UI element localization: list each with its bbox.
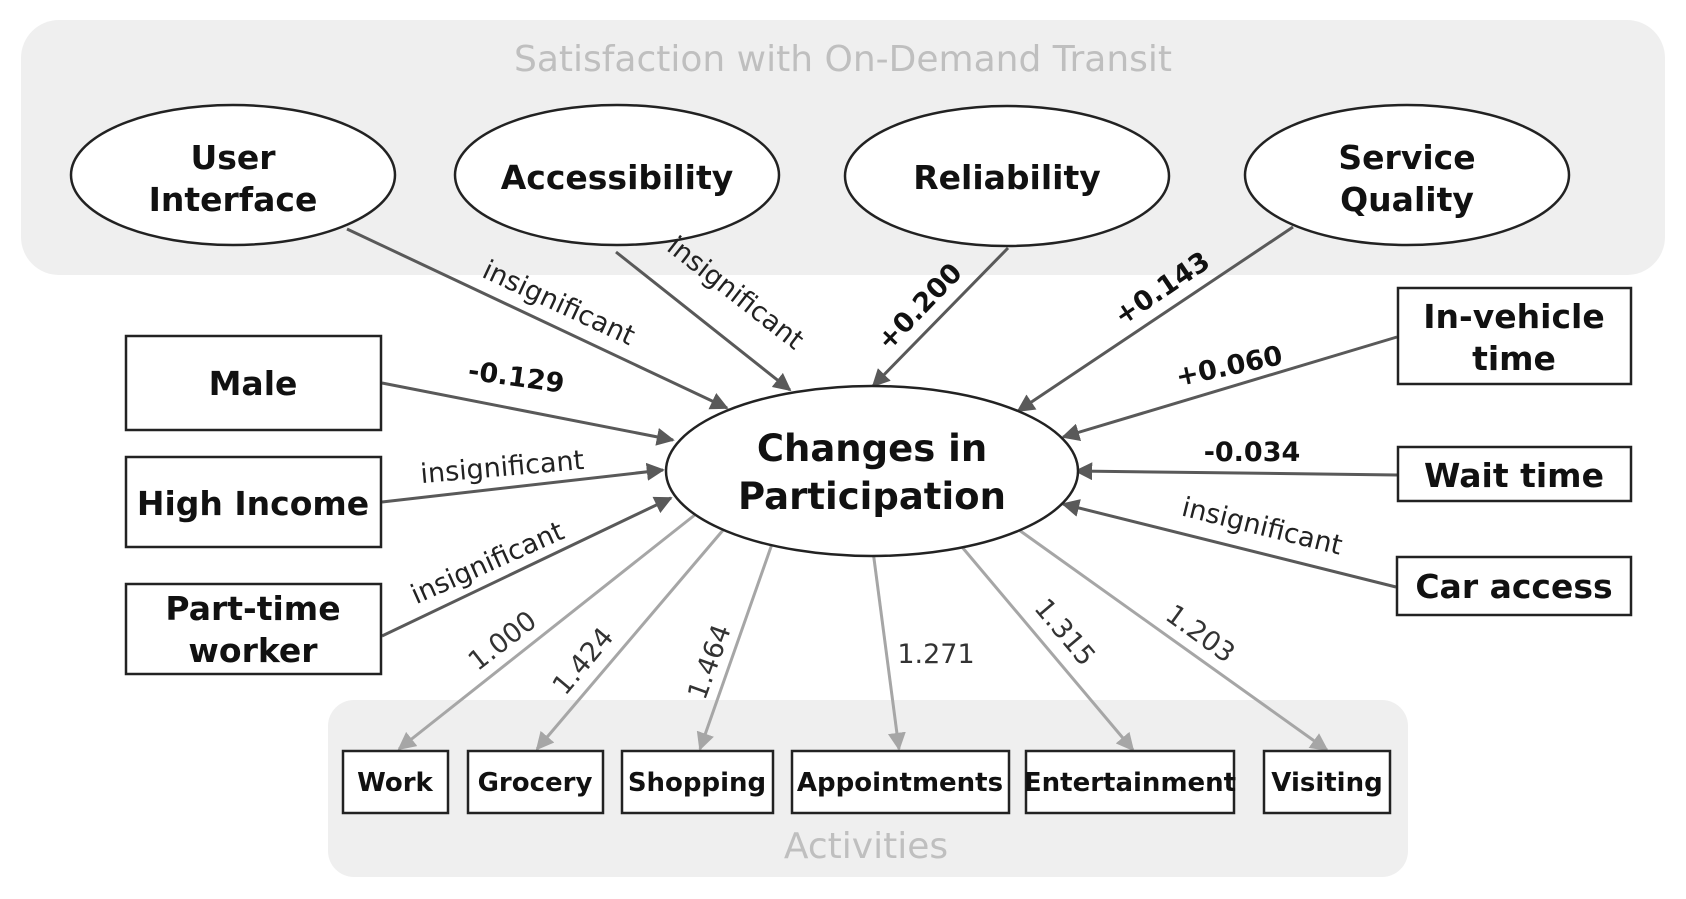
arrow-user-interface — [346, 227, 729, 410]
box-label: time — [1472, 339, 1556, 378]
arrow-wait-time — [1074, 462, 1398, 481]
box-label: Wait time — [1424, 456, 1604, 495]
coef-wait-time: -0.034 — [1204, 437, 1301, 468]
latent-changes-in-participation: Changes in Participation — [664, 384, 1080, 558]
latent-label: Reliability — [913, 158, 1101, 197]
box-label: Car access — [1415, 567, 1612, 606]
activity-shopping: Shopping — [620, 749, 775, 815]
arrow-high-income — [381, 462, 665, 504]
box-in-vehicle-time: In-vehicle time — [1396, 286, 1633, 386]
box-label: Part-time — [165, 589, 340, 628]
activity-visiting: Visiting — [1262, 749, 1392, 815]
activity-label: Entertainment — [1024, 768, 1236, 798]
box-label: worker — [188, 631, 318, 670]
activity-label: Visiting — [1271, 768, 1382, 798]
coef-in-vehicle-time: +0.060 — [1173, 340, 1285, 393]
box-label: High Income — [137, 484, 369, 523]
latent-label: Quality — [1340, 180, 1474, 219]
box-label: Male — [209, 364, 298, 403]
activity-work: Work — [341, 749, 450, 815]
arrow-visiting — [1018, 528, 1329, 752]
activity-appointments: Appointments — [790, 749, 1011, 815]
loading-appointments: 1.271 — [897, 639, 974, 670]
arrow-shopping — [696, 543, 774, 751]
box-label: In-vehicle — [1423, 297, 1604, 336]
activity-entertainment: Entertainment — [1024, 749, 1236, 815]
box-high-income: High Income — [124, 455, 383, 549]
arrow-accessibility — [615, 250, 792, 392]
latent-user-interface: User Interface — [69, 103, 397, 247]
satisfaction-group-title: Satisfaction with On-Demand Transit — [514, 39, 1172, 80]
latent-label: Accessibility — [501, 158, 733, 197]
arrow-in-vehicle-time — [1061, 335, 1398, 441]
coef-part-time-worker: insignificant — [406, 516, 568, 611]
arrow-car-access — [1061, 499, 1397, 589]
latent-reliability: Reliability — [843, 104, 1171, 248]
box-wait-time: Wait time — [1396, 445, 1633, 503]
coef-high-income: insignificant — [419, 445, 585, 490]
box-male: Male — [124, 334, 383, 432]
activity-label: Shopping — [628, 768, 766, 798]
loading-grocery: 1.424 — [547, 622, 620, 701]
latent-label: Interface — [149, 180, 318, 219]
arrow-entertainment — [960, 546, 1135, 752]
activity-label: Grocery — [478, 768, 593, 798]
box-car-access: Car access — [1395, 555, 1633, 617]
box-part-time-worker: Part-time worker — [124, 582, 383, 676]
activity-label: Work — [357, 768, 433, 798]
activities-group-title: Activities — [784, 826, 948, 867]
center-label-line1: Changes in — [757, 427, 987, 470]
arrow-male — [381, 381, 675, 446]
arrow-grocery — [535, 528, 726, 751]
arrow-service-quality — [1016, 225, 1294, 413]
activity-label: Appointments — [797, 768, 1003, 798]
arrow-work — [397, 512, 697, 751]
coef-car-access: insignificant — [1179, 492, 1346, 562]
loading-entertainment: 1.315 — [1028, 593, 1101, 672]
center-label-line2: Participation — [738, 475, 1006, 518]
satisfaction-panel — [21, 20, 1665, 275]
latent-accessibility: Accessibility — [453, 103, 781, 247]
arrow-appointments — [871, 550, 906, 751]
arrow-reliability — [871, 246, 1010, 388]
latent-label: Service — [1338, 138, 1475, 177]
latent-service-quality: Service Quality — [1243, 103, 1571, 247]
activity-grocery: Grocery — [466, 749, 605, 815]
coef-male: -0.129 — [466, 356, 566, 400]
latent-label: User — [190, 138, 276, 177]
arrow-part-time-worker — [381, 496, 673, 638]
